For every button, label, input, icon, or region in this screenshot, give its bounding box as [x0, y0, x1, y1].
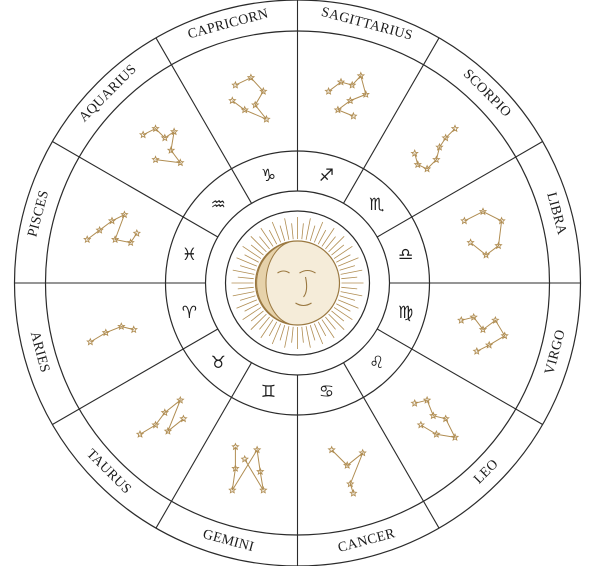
sun-ray	[322, 320, 334, 338]
sun-ray	[302, 327, 304, 343]
virgo-label: VIRGO	[542, 328, 568, 376]
star-icon	[232, 444, 238, 450]
spoke-line	[52, 142, 217, 238]
sun-ray	[322, 228, 334, 246]
gemini-label: GEMINI	[201, 527, 255, 555]
sun-moon-face-icon	[226, 211, 370, 355]
sun-ray	[341, 277, 357, 279]
sun-ray	[329, 314, 345, 330]
sun-ray	[340, 266, 355, 271]
sun-ray	[261, 228, 273, 246]
sagittarius-glyph: ♐︎	[319, 166, 334, 186]
spoke-line	[344, 363, 440, 528]
spoke-line	[377, 142, 542, 238]
spoke-line	[344, 38, 440, 203]
leo-glyph: ♌︎	[369, 353, 384, 373]
sun-ray	[285, 326, 289, 348]
virgo-glyph: ♍︎	[398, 303, 413, 323]
sagittarius-constellation-line	[329, 76, 366, 116]
sun-ray	[251, 236, 267, 252]
sun-ray	[341, 292, 363, 296]
pisces-label: PISCES	[25, 189, 52, 239]
star-icon	[412, 150, 418, 156]
sun-ray	[240, 296, 255, 301]
taurus-glyph: ♉︎	[211, 353, 226, 373]
gemini-glyph: ♊︎	[261, 382, 276, 402]
libra-label: LIBRA	[543, 191, 569, 237]
scorpio-constellation	[412, 125, 458, 171]
sun-ray	[280, 325, 285, 340]
sun-ray	[329, 236, 345, 252]
sun-ray	[314, 324, 322, 344]
sun-ray	[238, 277, 254, 279]
sun-ray	[233, 292, 255, 296]
aquarius-constellation	[140, 125, 183, 165]
spoke-line	[377, 329, 542, 425]
sun-ray	[240, 266, 255, 271]
sun-ray	[340, 296, 355, 301]
sun-ray	[338, 300, 358, 308]
star-icon	[134, 230, 140, 236]
libra-glyph: ♎︎	[398, 245, 413, 265]
sun-ray	[341, 287, 357, 289]
capricorn-label: CAPRICORN	[186, 6, 270, 42]
aries-label: ARIES	[27, 330, 52, 374]
capricorn-constellation	[229, 75, 269, 122]
spoke-line	[52, 329, 217, 425]
cancer-constellation-line	[332, 450, 363, 493]
spoke-line	[156, 38, 252, 203]
sun-ray	[233, 270, 255, 274]
aquarius-glyph: ♒︎	[211, 195, 226, 215]
sun-ray	[261, 320, 273, 338]
sun-ray	[280, 226, 285, 241]
star-icon	[329, 447, 335, 453]
sun-ray	[314, 222, 322, 242]
sun-ray	[292, 223, 294, 239]
aries-constellation-line	[90, 327, 133, 343]
sun-ray	[306, 218, 310, 240]
sun-ray	[238, 287, 254, 289]
taurus-constellation	[137, 397, 187, 437]
virgo-constellation	[458, 314, 508, 354]
sun-ray	[310, 325, 315, 340]
cancer-glyph: ♋︎	[319, 382, 334, 402]
sun-ray	[310, 226, 315, 241]
sagittarius-label: SAGITTARIUS	[319, 5, 414, 44]
libra-constellation	[461, 208, 504, 257]
sun-ray	[306, 326, 310, 348]
gemini-constellation	[229, 444, 266, 493]
sun-ray	[243, 307, 261, 319]
sun-ray	[237, 300, 257, 308]
sagittarius-constellation	[326, 73, 369, 119]
sun-ray	[338, 258, 358, 266]
pisces-constellation	[84, 212, 140, 246]
sun-ray	[251, 314, 267, 330]
scorpio-glyph: ♏︎	[369, 195, 384, 215]
scorpio-label: SCORPIO	[460, 67, 514, 121]
star-icon	[242, 456, 248, 462]
leo-constellation	[412, 397, 458, 440]
cancer-constellation	[329, 447, 366, 496]
sun-ray	[272, 222, 280, 242]
sun-ray	[285, 218, 289, 240]
sun-ray	[243, 246, 261, 258]
libra-constellation-line	[464, 212, 501, 255]
sun-ray	[272, 324, 280, 344]
leo-constellation-line	[415, 400, 455, 437]
virgo-constellation-line	[461, 317, 504, 351]
taurus-label: TAURUS	[83, 447, 134, 498]
sun-ray	[334, 246, 352, 258]
taurus-constellation-line	[140, 400, 183, 434]
capricorn-glyph: ♑︎	[261, 166, 276, 186]
scorpio-constellation-line	[415, 129, 455, 169]
aries-constellation	[87, 323, 137, 344]
sun-ray	[292, 327, 294, 343]
sun-ray	[334, 307, 352, 319]
aries-glyph: ♈︎	[182, 303, 197, 323]
sun-ray	[302, 223, 304, 239]
pisces-glyph: ♓︎	[182, 245, 197, 265]
sun-ray	[341, 270, 363, 274]
sun-ray	[237, 258, 257, 266]
